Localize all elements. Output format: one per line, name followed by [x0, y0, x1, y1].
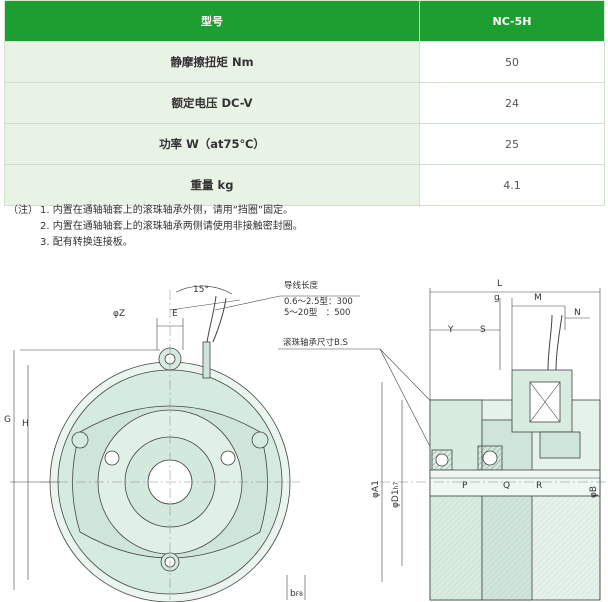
dimension-m: M [534, 293, 542, 303]
dimension-g: G [4, 415, 11, 425]
spec-label: 重量 kg [4, 164, 420, 206]
dimension-h: H [22, 419, 29, 429]
lead-length-line2: 5～20型 ：500 [284, 308, 350, 318]
spec-row: 重量 kg 4.1 [4, 164, 605, 206]
spec-value: 24 [419, 82, 605, 124]
dimension-b: bF8 [290, 589, 303, 599]
spec-row: 静摩擦扭矩 Nm 50 [4, 41, 605, 83]
spec-label: 静摩擦扭矩 Nm [4, 41, 420, 83]
dimension-phi-d1: φD1h7 [391, 482, 401, 508]
dimension-phi-z: φZ [113, 309, 125, 319]
technical-drawing: 15° φZ E G H bF8 导线长度 0.6～2.5型：300 5～20型… [4, 279, 608, 602]
dimension-q: Q [503, 481, 510, 491]
spec-value: 25 [419, 123, 605, 165]
note-item: （注）1. 内置在通轴轴套上的滚珠轴承外侧，请用“挡圈”固定。 [8, 203, 303, 219]
note-item: 3. 配有转换连接板。 [40, 237, 133, 248]
note-item: 2. 内置在通轴轴套上的滚珠轴承两侧请使用非接触密封圈。 [40, 221, 303, 232]
bearing-size-label: 滚珠轴承尺寸B.S [283, 337, 348, 348]
model-header-value: NC-5H [419, 0, 605, 42]
lead-length-title: 导线长度 [284, 280, 319, 291]
dimension-phi-b: φB [589, 486, 599, 498]
side-view [380, 288, 608, 601]
dimension-l: L [497, 279, 502, 289]
dimension-e: E [172, 309, 178, 319]
spec-value: 4.1 [419, 164, 605, 206]
notes-prefix: （注） [8, 205, 38, 216]
dimension-g-small: g [494, 293, 500, 303]
spec-header-row: 型号 NC-5H [4, 0, 605, 42]
dimension-s: S [480, 325, 486, 335]
notes: （注）1. 内置在通轴轴套上的滚珠轴承外侧，请用“挡圈”固定。 2. 内置在通轴… [8, 203, 303, 251]
lead-length-line1: 0.6～2.5型：300 [284, 297, 353, 307]
dimension-r: R [536, 481, 542, 491]
spec-value: 50 [419, 41, 605, 83]
lead-wire-callout: 导线长度 0.6～2.5型：300 5～20型 ：500 [214, 280, 360, 318]
front-view [10, 285, 306, 602]
dimension-p: P [462, 481, 468, 491]
dimension-phi-a1: φA1 [371, 480, 381, 498]
spec-row: 额定电压 DC-V 24 [4, 82, 605, 124]
spec-row: 功率 W（at75℃） 25 [4, 123, 605, 165]
spec-label: 功率 W（at75℃） [4, 123, 420, 165]
model-header-label: 型号 [4, 0, 420, 42]
dimension-y: Y [447, 325, 454, 335]
dimension-n: N [574, 308, 581, 318]
angle-label: 15° [193, 285, 209, 295]
spec-label: 额定电压 DC-V [4, 82, 420, 124]
spec-table: 型号 NC-5H 静摩擦扭矩 Nm 50 额定电压 DC-V 24 功率 W（a… [4, 0, 605, 206]
